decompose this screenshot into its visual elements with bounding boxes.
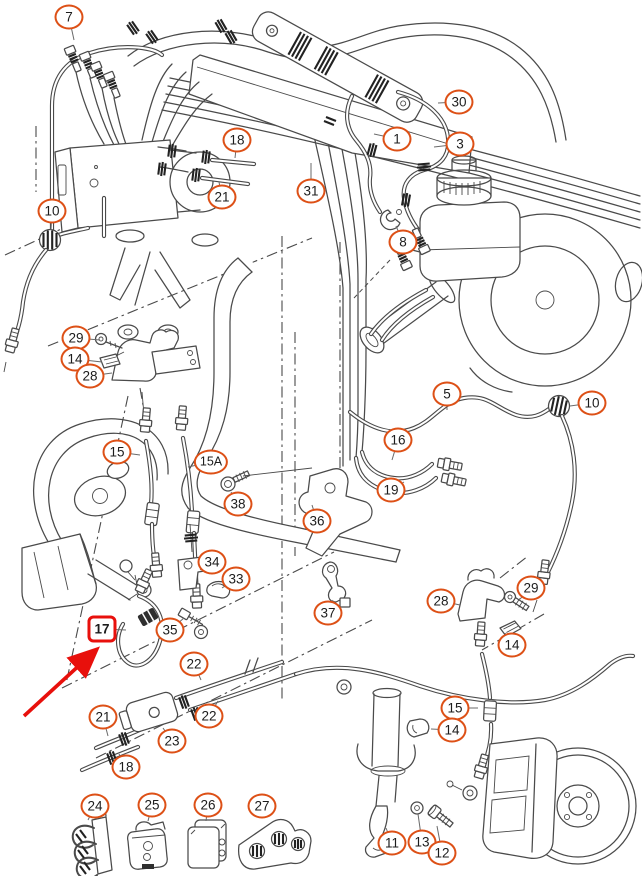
selection-arrow <box>22 646 100 718</box>
callout-15-16[interactable]: 15 <box>102 439 132 465</box>
callout-7-0[interactable]: 7 <box>54 4 84 30</box>
callout-15A-17[interactable]: 15A <box>193 449 229 475</box>
callout-3-3[interactable]: 3 <box>445 131 475 157</box>
clip-14-strut <box>406 718 430 738</box>
callout-19-15[interactable]: 19 <box>376 477 406 503</box>
callout-14-34[interactable]: 14 <box>437 717 467 743</box>
callout-35-22[interactable]: 35 <box>155 617 185 643</box>
callout-13-36[interactable]: 13 <box>407 829 437 855</box>
callout-8-8[interactable]: 8 <box>388 229 418 255</box>
highlighted-callout-17-24[interactable]: 17 <box>87 615 117 643</box>
callout-36-19[interactable]: 36 <box>302 508 332 534</box>
callout-26-40[interactable]: 26 <box>193 792 223 818</box>
callout-37-23[interactable]: 37 <box>313 600 343 626</box>
part-37 <box>321 561 351 608</box>
hose-17-highlighted-part <box>116 566 165 668</box>
callout-10-13[interactable]: 10 <box>577 390 607 416</box>
callout-14-27[interactable]: 14 <box>497 632 527 658</box>
clip-27 <box>237 818 312 870</box>
screw-29-right <box>503 590 530 612</box>
frame-channel <box>181 256 405 563</box>
callout-15-33[interactable]: 15 <box>440 695 470 721</box>
retainer-plate <box>251 11 424 123</box>
callout-16-14[interactable]: 16 <box>383 427 413 453</box>
hose-15-right <box>446 621 498 801</box>
callout-38-18[interactable]: 38 <box>223 491 253 517</box>
callout-18-4[interactable]: 18 <box>222 127 252 153</box>
callout-27-41[interactable]: 27 <box>247 793 277 819</box>
bracket-28-right <box>457 568 530 638</box>
hose-15-left <box>127 391 164 601</box>
rear-brake-disc-caliper <box>482 737 637 865</box>
front-caliper-left <box>21 418 169 611</box>
clip-24 <box>71 808 113 876</box>
callout-11-35[interactable]: 11 <box>377 830 407 856</box>
callout-1-2[interactable]: 1 <box>382 126 412 152</box>
callout-10-7[interactable]: 10 <box>37 198 67 224</box>
callout-34-20[interactable]: 34 <box>197 549 227 575</box>
callout-25-39[interactable]: 25 <box>137 792 167 818</box>
callout-28-26[interactable]: 28 <box>426 588 456 614</box>
callout-31-6[interactable]: 31 <box>296 178 326 204</box>
clip-26 <box>187 819 227 869</box>
clip-25 <box>127 821 168 870</box>
bracket-28-left <box>94 329 201 382</box>
callout-22-28[interactable]: 22 <box>179 651 209 677</box>
bracket-36 <box>298 468 373 557</box>
callout-21-29[interactable]: 21 <box>88 704 118 730</box>
clip-14-left <box>99 351 125 369</box>
callout-5-12[interactable]: 5 <box>432 381 462 407</box>
highlight-arrow <box>22 646 100 718</box>
union-23 <box>118 691 179 733</box>
callout-29-9[interactable]: 29 <box>61 325 91 351</box>
callout-12-37[interactable]: 12 <box>427 840 457 866</box>
screw-38 <box>220 476 236 492</box>
brake-booster-master-cylinder <box>353 155 642 393</box>
callout-22-30[interactable]: 22 <box>194 703 224 729</box>
hose-15a <box>174 404 209 640</box>
bolt-35 <box>177 607 204 626</box>
bolt-12 <box>427 804 454 828</box>
strut-assembly <box>356 687 454 858</box>
callout-23-31[interactable]: 23 <box>157 728 187 754</box>
washer-13 <box>410 801 424 815</box>
callout-29-25[interactable]: 29 <box>516 575 546 601</box>
hoses-1-3 <box>345 89 451 235</box>
callout-18-32[interactable]: 18 <box>111 754 141 780</box>
callout-21-5[interactable]: 21 <box>207 184 237 210</box>
callout-24-38[interactable]: 24 <box>80 793 110 819</box>
screw-29-left <box>94 332 108 346</box>
callout-28-11[interactable]: 28 <box>75 363 105 389</box>
callout-33-21[interactable]: 33 <box>221 566 251 592</box>
callout-30-1[interactable]: 30 <box>444 89 474 115</box>
